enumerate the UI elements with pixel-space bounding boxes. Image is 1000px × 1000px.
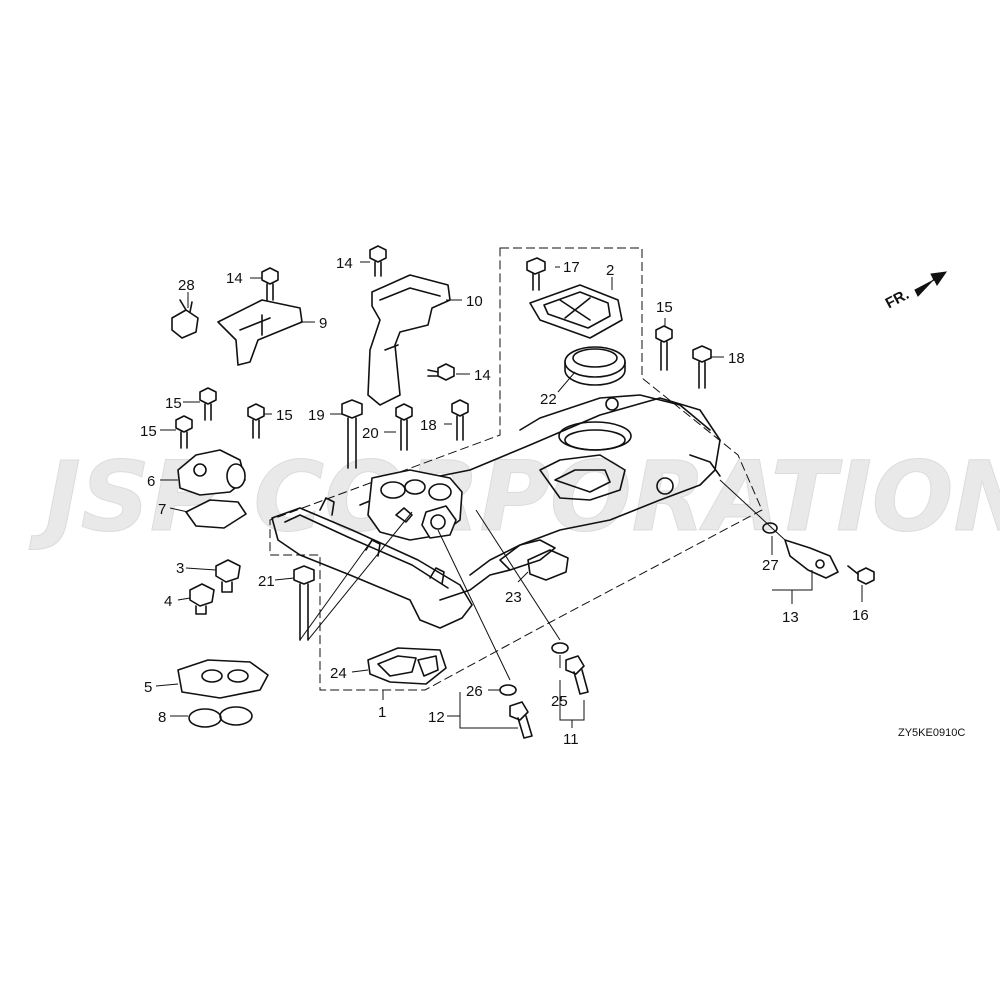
- part-3-thermostat: [215, 559, 241, 593]
- part-8-o-rings: [188, 706, 253, 728]
- callout-13: 13: [782, 609, 799, 626]
- callout-15-c: 15: [140, 423, 157, 440]
- callout-1: 1: [378, 704, 386, 721]
- callout-5: 5: [144, 679, 152, 696]
- callout-9: 9: [319, 315, 327, 332]
- part-19-bolt: [341, 399, 363, 469]
- callout-23: 23: [505, 589, 522, 606]
- part-10-bracket: [367, 274, 451, 406]
- callout-11: 11: [563, 731, 579, 748]
- callout-8: 8: [158, 709, 166, 726]
- callout-3: 3: [176, 560, 184, 577]
- callout-26: 26: [466, 683, 483, 700]
- part-27-washer: [762, 522, 778, 534]
- callout-25: 25: [551, 693, 568, 710]
- manifold-frame: [271, 394, 721, 629]
- callout-18-right: 18: [728, 350, 745, 367]
- callout-14-top: 14: [336, 255, 353, 272]
- part-4-thermostat: [189, 583, 215, 615]
- part-18-bolt-right: [692, 345, 712, 389]
- callout-labels: 1 2 3 4 5 6 7 8 9 10 11 12 13 14 14 14 1…: [140, 255, 869, 748]
- part-21-bolt: [293, 565, 315, 641]
- part-12-sensor: [509, 701, 533, 739]
- callout-4: 4: [164, 593, 172, 610]
- part-20-bolt: [395, 403, 413, 451]
- part-7-gasket: [185, 499, 247, 529]
- part-28-clip: [171, 299, 199, 339]
- callout-16: 16: [852, 607, 869, 624]
- callout-15-b: 15: [276, 407, 293, 424]
- callout-14-left: 14: [226, 270, 243, 287]
- part-15-bolt-c: [175, 415, 193, 449]
- watermark-text: JSP CORPORATION: [29, 441, 1000, 553]
- callout-24: 24: [330, 665, 347, 682]
- part-14-bolt-left: [261, 267, 279, 301]
- diagram-code: ZY5KE0910C: [898, 727, 965, 739]
- callout-27: 27: [762, 557, 779, 574]
- callout-2: 2: [606, 262, 614, 279]
- part-6-thermostat-cover: [177, 449, 246, 496]
- part-16-bolt: [847, 565, 875, 585]
- callout-17: 17: [563, 259, 580, 276]
- leader-lines: [155, 261, 863, 729]
- part-17-bolt: [526, 257, 546, 291]
- callout-19: 19: [308, 407, 325, 424]
- callout-22: 22: [540, 391, 557, 408]
- front-arrow-label: FR.: [883, 286, 912, 312]
- assembly-outline: [269, 247, 763, 691]
- part-15-bolt-a: [199, 387, 217, 421]
- part-5-cover: [177, 659, 269, 699]
- part-13-sensor: [784, 539, 839, 579]
- part-26-washer: [499, 684, 517, 696]
- part-23-gasket: [527, 549, 569, 581]
- callout-7: 7: [158, 501, 166, 518]
- callout-15-right: 15: [656, 299, 673, 316]
- callout-28: 28: [178, 277, 195, 294]
- callout-14-mid: 14: [474, 367, 491, 384]
- callout-21: 21: [258, 573, 275, 590]
- front-arrow-icon: FR.: [883, 271, 948, 312]
- part-14-bolt-mid: [427, 363, 455, 381]
- callout-12: 12: [428, 709, 445, 726]
- part-2-cover: [529, 284, 623, 339]
- part-24-gasket: [367, 647, 447, 685]
- part-15-bolt-b: [247, 403, 265, 439]
- part-25-washer: [551, 642, 569, 654]
- callout-18-center: 18: [420, 417, 437, 434]
- callout-15-a: 15: [165, 395, 182, 412]
- part-18-bolt-center: [451, 399, 469, 441]
- part-14-bolt-top: [369, 245, 387, 277]
- callout-10: 10: [466, 293, 483, 310]
- part-15-bolt-right: [655, 325, 673, 371]
- part-11-sensor: [565, 655, 589, 695]
- callout-6: 6: [147, 473, 155, 490]
- part-22-oil-seal: [564, 346, 626, 386]
- part-9-bracket: [217, 299, 303, 366]
- center-block: [367, 469, 463, 541]
- callout-20: 20: [362, 425, 379, 442]
